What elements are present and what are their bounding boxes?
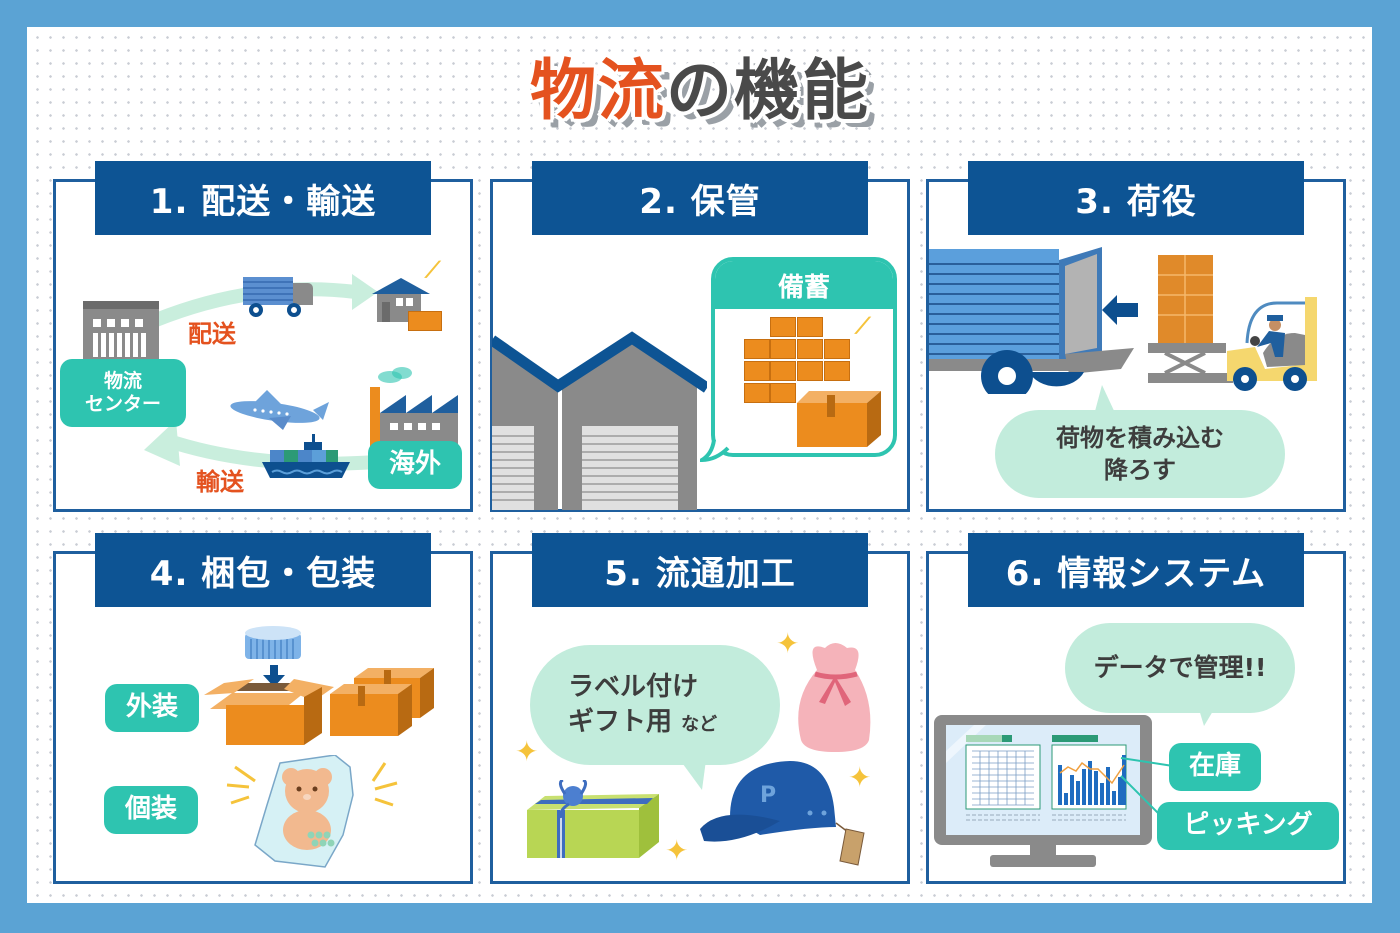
transport-label: 輸送: [196, 468, 244, 496]
product-cap-icon: [245, 626, 301, 659]
processing-bubble: ラベル付け ギフト用 など: [530, 645, 780, 765]
forklift-icon: [1148, 255, 1317, 391]
gift-box-icon: [527, 780, 659, 858]
delivery-label: 配送: [188, 320, 236, 348]
closed-boxes-icon: [330, 668, 434, 736]
parcel-icon: [408, 311, 442, 331]
sparkle-icon: ✦: [515, 735, 539, 768]
bubble-tail: [1094, 385, 1116, 415]
sparkle-lines-icon: ⟋: [855, 314, 871, 339]
outer-packaging-label: 外装: [105, 684, 199, 732]
open-box-icon: [204, 679, 334, 745]
cargo-ship-icon: [262, 434, 350, 478]
monitor-icon: [934, 715, 1152, 867]
overseas-label: 海外: [368, 441, 462, 489]
sparkle-icon: ✦: [776, 627, 800, 660]
gift-bag-icon: [798, 643, 871, 752]
truck-container-icon: [929, 247, 1134, 394]
sparkle-icon: ✦: [848, 761, 872, 794]
title-rest: の機能: [666, 52, 870, 129]
panel-heading-3: 3. 荷役: [968, 161, 1304, 235]
page-title: 物流の機能: [0, 48, 1400, 134]
stockpile-bubble-header: 備蓄: [715, 261, 893, 309]
warehouse-icon: [492, 331, 707, 510]
panel-heading-1: 1. 配送・輸送: [95, 161, 431, 235]
sparkle-icon: ✦: [665, 834, 689, 867]
panel-heading-6: 6. 情報システム: [968, 533, 1304, 607]
picking-label: ピッキング: [1157, 802, 1339, 850]
inventory-label: 在庫: [1169, 743, 1261, 791]
panel-heading-4: 4. 梱包・包装: [95, 533, 431, 607]
cap-with-tag-icon: P: [700, 761, 865, 866]
factory-icon: [370, 367, 458, 450]
bubble-tail: [700, 440, 730, 463]
panel-heading-2: 2. 保管: [532, 161, 868, 235]
cardboard-box-icon: [797, 391, 881, 447]
svg-text:P: P: [760, 783, 776, 808]
individual-packaging-label: 個装: [104, 786, 198, 834]
title-accent: 物流: [530, 52, 666, 129]
airplane-icon: [230, 390, 329, 430]
warehouse-building-icon: [83, 301, 159, 361]
bubble-tail: [680, 760, 706, 790]
arrow-down-icon: [263, 665, 285, 687]
logistics-center-label: 物流 センター: [60, 359, 186, 427]
data-management-bubble: データで管理!!: [1065, 623, 1295, 713]
bubble-tail: [1198, 706, 1216, 726]
wrapped-bear-toy-icon: [226, 755, 398, 868]
sparkle-lines-icon: ⟋: [425, 258, 441, 283]
loading-bubble: 荷物を積み込む 降ろす: [995, 410, 1285, 498]
truck-icon: [243, 277, 315, 319]
panel-heading-5: 5. 流通加工: [532, 533, 868, 607]
stacked-boxes-icon: [744, 317, 854, 407]
arrow-left-icon: [1102, 295, 1138, 325]
